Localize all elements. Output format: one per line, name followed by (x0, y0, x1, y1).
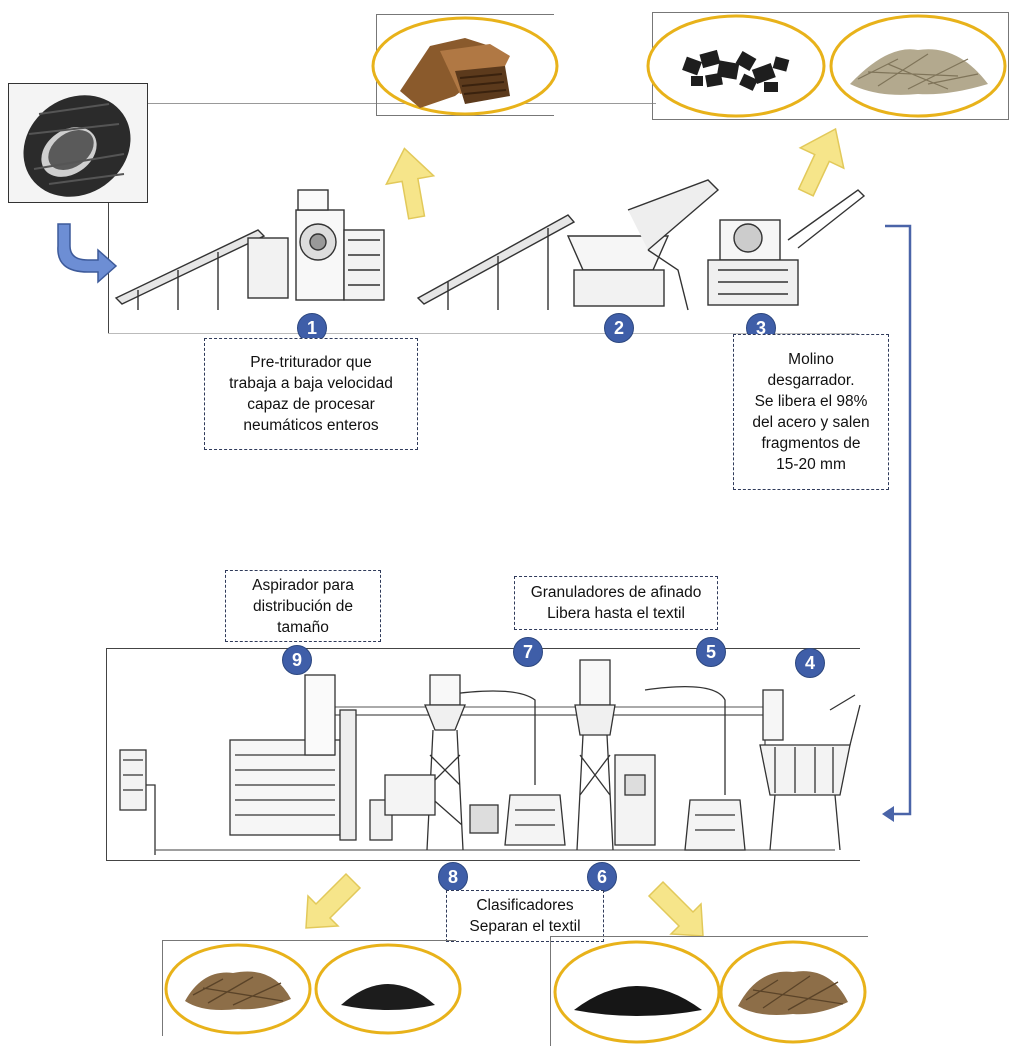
rubber-chips-ellipse (646, 14, 826, 118)
up-arrow-icon-2 (797, 127, 845, 197)
fiber-ellipse (829, 14, 1007, 118)
bottom-frame-bottom-line (106, 860, 860, 861)
bottom-machinery-drawing (119, 659, 861, 855)
textile-fiber-ellipse-2 (719, 940, 867, 1044)
step-badge-2: 2 (604, 313, 634, 343)
bottom-left-products-frame (162, 940, 456, 1036)
shreds-ellipse (371, 16, 559, 116)
top-machinery-drawing (114, 179, 866, 311)
bottom-right-products-frame (550, 936, 868, 1046)
top-frame-left-vertical (108, 103, 109, 333)
grinder-note: Molino desgarrador. Se libera el 98% del… (733, 334, 889, 490)
aspirator-note: Aspirador para distribución de tamaño (225, 570, 381, 642)
down-arrow-icon (305, 872, 362, 929)
granulators-note: Granuladores de afinado Libera hasta el … (514, 576, 718, 630)
bottom-frame-left-vertical (106, 648, 107, 860)
top-frame-bottom-line (108, 333, 858, 334)
step-badge-7: 7 (513, 637, 543, 667)
pre-shredder-note: Pre-triturador que trabaja a baja veloci… (204, 338, 418, 450)
tire-image (8, 83, 148, 203)
rubber-powder-ellipse (314, 943, 462, 1035)
curved-arrow-icon (57, 223, 118, 284)
step-badge-6: 6 (587, 862, 617, 892)
rubber-granulate-ellipse (553, 940, 721, 1044)
up-arrow-icon (385, 147, 436, 220)
textile-fiber-ellipse (164, 943, 312, 1035)
step-badge-9: 9 (282, 645, 312, 675)
step-badge-4: 4 (795, 648, 825, 678)
flow-bracket-arrow (882, 224, 912, 822)
bottom-frame-top-line (106, 648, 860, 649)
top-frame-top-line (108, 103, 656, 104)
step-badge-5: 5 (696, 637, 726, 667)
down-arrow-icon-2 (647, 880, 704, 937)
step-badge-8: 8 (438, 862, 468, 892)
classifiers-note: Clasificadores Separan el textil (446, 890, 604, 942)
